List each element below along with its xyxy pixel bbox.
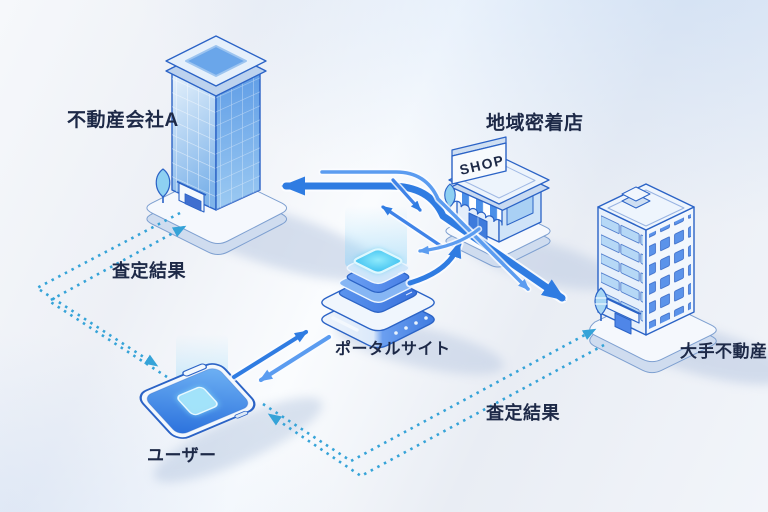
tree-icon [155, 168, 171, 203]
dashed-major-to-user [267, 343, 605, 478]
tower-roof-cap [165, 35, 267, 97]
major-right-windows [649, 214, 691, 329]
smartphone-icon [139, 363, 256, 439]
label-major-realestate: 大手不動産 [680, 342, 768, 361]
roof [597, 183, 695, 231]
dashed-user-to-companyA [47, 225, 187, 379]
phone-notch [182, 363, 208, 377]
entrance [604, 296, 642, 335]
led-dots [394, 316, 428, 335]
base-slot [331, 316, 359, 332]
tree-icon [594, 287, 608, 321]
arrow-companyA-to-portal-down [391, 178, 422, 212]
entrance [176, 180, 207, 213]
dashed-result-arrows [35, 211, 605, 478]
building-company-a-icon [146, 35, 288, 256]
arrow-user-to-portal [232, 330, 309, 379]
label-company-a: 不動産会社A [67, 110, 179, 131]
label-result-left: 査定結果 [112, 261, 186, 281]
arrow-portal-to-user [258, 335, 331, 382]
dashed-companyA-to-user [35, 211, 181, 367]
arrow-shop-to-portal [417, 227, 481, 255]
label-user: ユーザー [147, 446, 217, 465]
tower-left-windows [172, 68, 216, 210]
solid-arrows [230, 168, 568, 384]
label-result-right: 査定結果 [486, 403, 560, 423]
shop-sign: SHOP [451, 136, 507, 185]
phone-button [234, 410, 249, 419]
label-portal-site: ポータルサイト [335, 341, 451, 358]
arrow-portal-to-companyA-up [381, 205, 443, 248]
tower-right-windows [216, 68, 260, 210]
screen-glow-square [177, 386, 218, 416]
building-major-icon [589, 183, 717, 374]
label-local-shop: 地域密着店 [486, 113, 584, 134]
arrow-companyA-major-trunk [281, 176, 566, 302]
arrow-portal-to-major-thin [320, 170, 530, 291]
arrow-portal-to-shop [407, 240, 462, 286]
